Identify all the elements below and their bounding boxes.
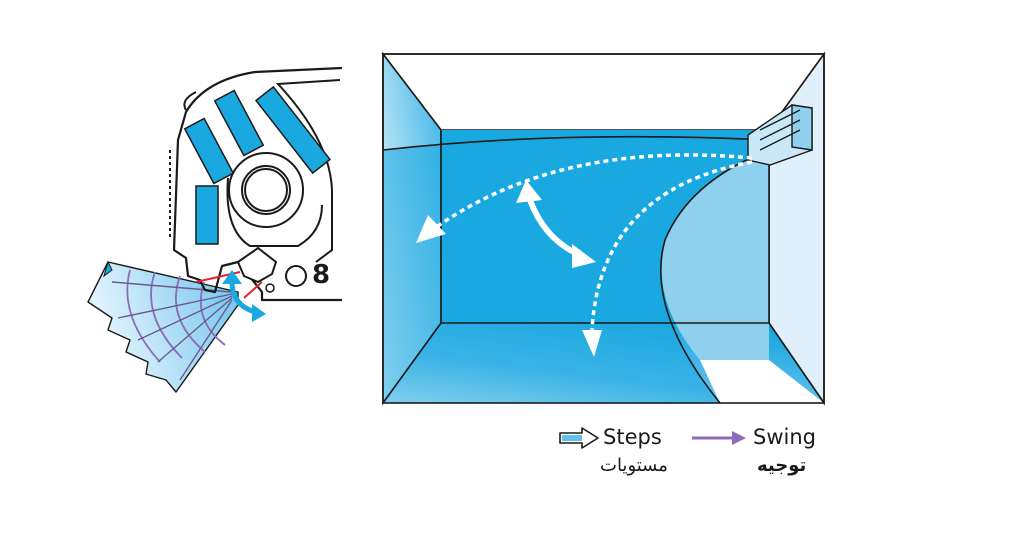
airflow-boundary [659,149,771,404]
floor-uncovered [700,360,824,403]
legend-swing-label-ar: توجيه [757,455,807,476]
airflow-fan [87,261,239,393]
airflow-arrowhead-left [416,215,446,243]
airflow-fan-tip [103,260,113,278]
legend-steps-label: Steps [603,425,662,449]
room-edges [382,53,825,404]
room-ceiling [381,53,826,131]
legend-swing-label: Swing [753,425,816,449]
room-perspective [381,51,826,406]
wall-mounted-unit [747,104,813,166]
motor-circle [285,265,307,287]
swing-double-arrow [516,180,596,268]
drain-pan [236,246,278,284]
pivot-circle [265,283,275,293]
heat-exchanger [183,85,332,245]
legend-steps-label-ar: مستويات [600,455,668,476]
louver-swing-arrow [222,270,266,322]
airflow-sheet-top [382,135,771,151]
legend-swing-icon [692,431,746,445]
unit-housing [172,66,343,302]
airflow-dashed-arrows [433,153,753,331]
figure-eight-glyph: 8 [312,260,330,290]
unit-front-edge [183,91,197,111]
legend-steps-icon [559,427,599,449]
fan-scroll [226,177,323,247]
unit-inner-wall [275,79,341,263]
louver-lower [243,281,263,299]
airflow-arrowhead-down [582,330,602,357]
indoor-unit-cross-section: 8 [87,66,343,393]
cross-flow-fan [228,152,304,228]
airflow-sheet [383,136,770,403]
